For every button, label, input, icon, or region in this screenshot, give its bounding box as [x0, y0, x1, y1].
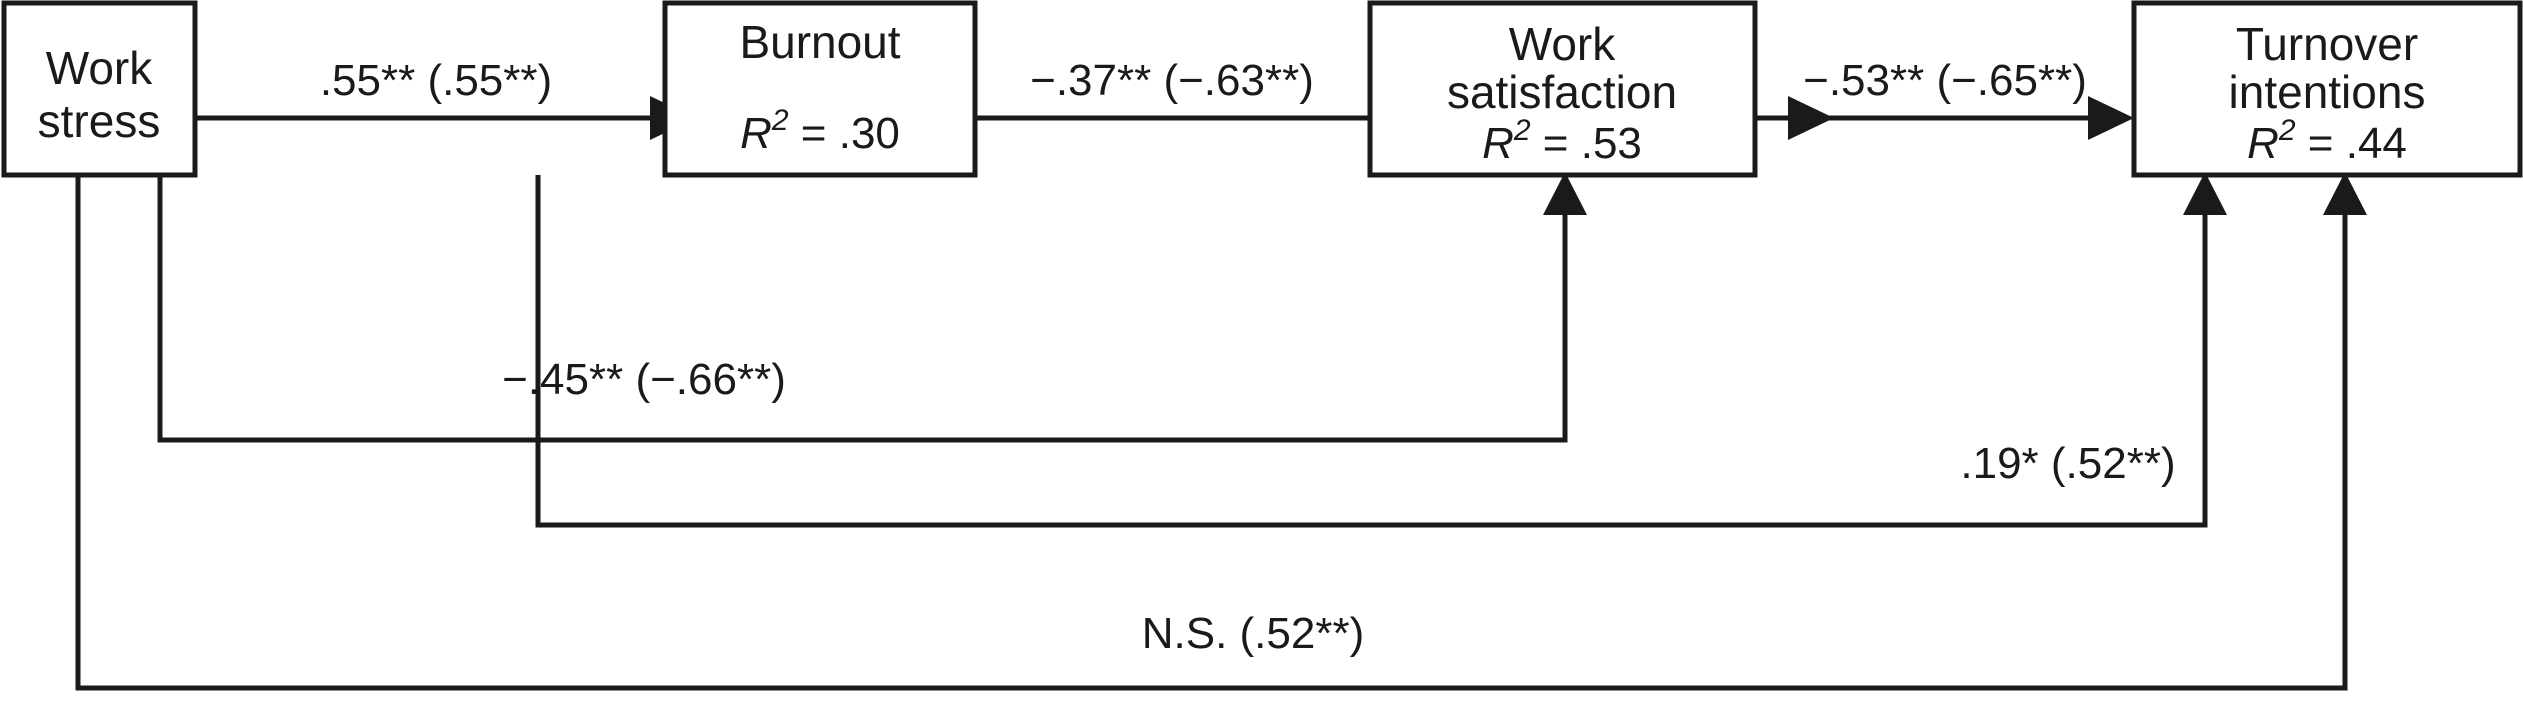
r2-value-turnover-intentions: = .44 [2296, 119, 2407, 168]
path-stress-to-satisfaction [157, 172, 1587, 443]
box-r2-burnout: R2 = .30 [740, 104, 900, 158]
path-stress-to-turnover [75, 172, 2367, 691]
r2-superscript-burnout: 2 [771, 104, 789, 137]
path-burnout-to-turnover [535, 172, 2227, 528]
box-label-burnout-line1: Burnout [739, 16, 900, 68]
box-work-satisfaction[interactable]: Work satisfaction R2 = .53 [1367, 0, 1758, 178]
arrowhead-stress-to-satisfaction [1543, 172, 1587, 215]
path-label-stress-to-satisfaction: −.45** (−.66**) [502, 355, 786, 404]
box-label-turnover-intentions-line1: Turnover [2236, 18, 2418, 70]
path-satisfaction-to-turnover [1755, 96, 2134, 140]
path-label-stress-to-turnover: N.S. (.52**) [1142, 609, 1365, 658]
r2-symbol-turnover-intentions: R [2247, 119, 2279, 168]
arrowhead-stress-to-turnover [2323, 172, 2367, 215]
box-turnover-intentions[interactable]: Turnover intentions R2 = .44 [2131, 0, 2523, 178]
r2-symbol-work-satisfaction: R [1482, 119, 1514, 168]
r2-symbol-burnout: R [740, 109, 772, 158]
path-line-stress-to-satisfaction [157, 175, 1568, 443]
path-line-stress-to-turnover [75, 175, 2348, 691]
path-label-satisfaction-to-turnover: −.53** (−.65**) [1803, 56, 2087, 105]
r2-value-burnout: = .30 [789, 109, 900, 158]
box-label-turnover-intentions-line2: intentions [2229, 66, 2426, 118]
box-label-work-stress-line2: stress [38, 95, 161, 147]
box-rect-work-satisfaction [1367, 0, 1758, 178]
arrowhead-satisfaction-to-turnover [2088, 96, 2134, 140]
box-label-work-satisfaction-line2: satisfaction [1447, 66, 1677, 118]
box-label-work-stress-line1: Work [46, 42, 153, 94]
box-work-stress[interactable]: Work stress [1, 0, 198, 178]
path-label-burnout-to-turnover: .19* (.52**) [1960, 439, 2175, 488]
box-rect-turnover-intentions [2131, 0, 2523, 178]
box-r2-turnover-intentions: R2 = .44 [2247, 114, 2407, 168]
r2-superscript-turnover-intentions: 2 [2278, 114, 2296, 147]
path-label-burnout-to-satisfaction: −.37** (−.63**) [1030, 56, 1314, 105]
path-line-burnout-to-turnover [535, 175, 2208, 528]
r2-superscript-work-satisfaction: 2 [1513, 114, 1531, 147]
r2-value-work-satisfaction: = .53 [1531, 119, 1642, 168]
arrowhead-burnout-to-turnover [2183, 172, 2227, 215]
box-label-work-satisfaction-line1: Work [1509, 18, 1616, 70]
box-rect-work-stress [1, 0, 198, 178]
box-burnout[interactable]: Burnout R2 = .30 [662, 0, 978, 178]
path-label-stress-to-burnout: .55** (.55**) [320, 56, 552, 105]
box-r2-work-satisfaction: R2 = .53 [1482, 114, 1642, 168]
box-rect-burnout [662, 0, 978, 178]
